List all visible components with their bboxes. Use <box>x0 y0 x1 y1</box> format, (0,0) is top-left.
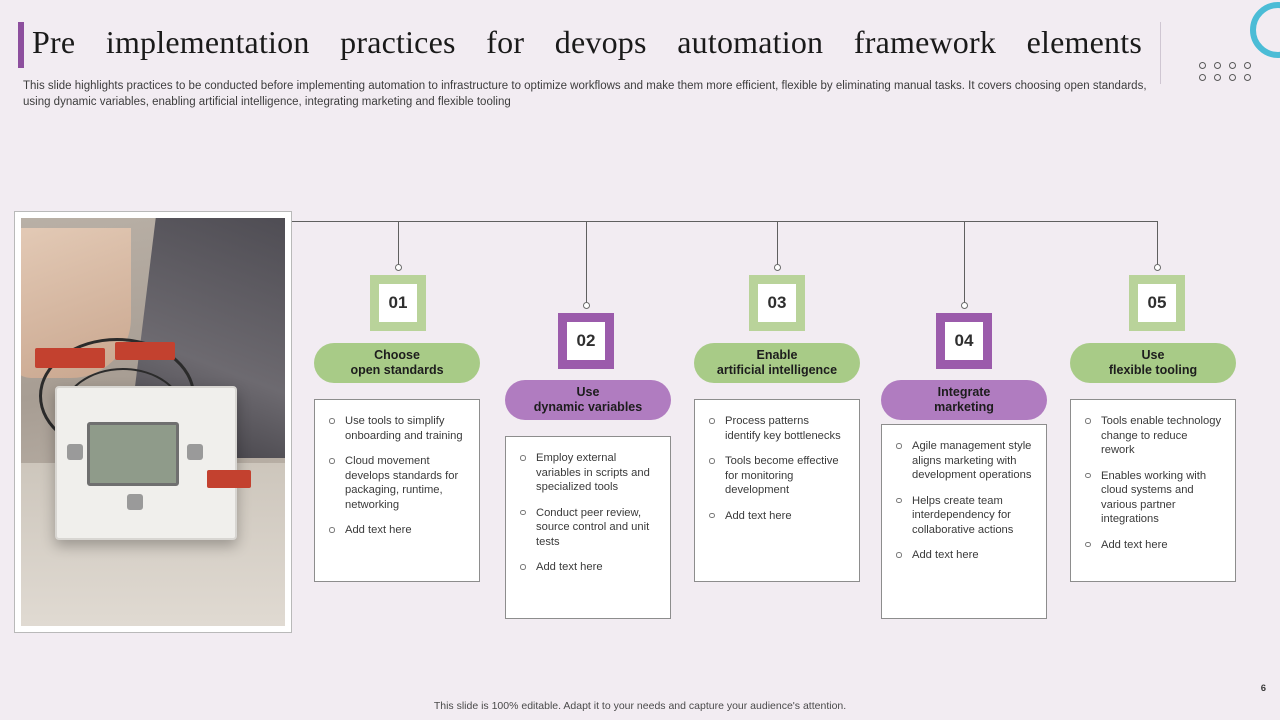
list-item: Add text here <box>516 560 658 575</box>
step-number-badge-03: 03 <box>749 275 805 331</box>
step-title-line1-04: Integrate <box>937 385 991 399</box>
connector-node-05 <box>1154 264 1161 271</box>
connector-drop-03 <box>777 221 778 267</box>
connector-drop-02 <box>586 221 587 305</box>
corner-decoration <box>1170 0 1280 110</box>
step-number-badge-04: 04 <box>936 313 992 369</box>
step-number-03: 03 <box>767 293 787 312</box>
list-item: Enables working with cloud systems and v… <box>1081 469 1223 527</box>
list-item: Add text here <box>325 523 467 538</box>
page-title: Pre implementation practices for devops … <box>32 24 1142 60</box>
step-content-box-04: Agile management style aligns marketing … <box>881 424 1047 619</box>
connector-drop-04 <box>964 221 965 305</box>
step-number-04: 04 <box>954 331 974 350</box>
step-pill-03[interactable]: Enable artificial intelligence <box>694 343 860 383</box>
list-item: Process patterns identify key bottleneck… <box>705 414 847 443</box>
step-content-box-03: Process patterns identify key bottleneck… <box>694 399 860 582</box>
step-title-line1-05: Use <box>1141 348 1165 362</box>
list-item: Helps create team interdependency for co… <box>892 494 1034 538</box>
list-item: Employ external variables in scripts and… <box>516 451 658 495</box>
step-title-line1-02: Use <box>576 385 600 399</box>
circle-ring-icon <box>1250 2 1280 58</box>
page-subtitle: This slide highlights practices to be co… <box>23 80 1147 108</box>
list-item: Agile management style aligns marketing … <box>892 439 1034 483</box>
list-item: Add text here <box>705 509 847 524</box>
step-content-box-05: Tools enable technology change to reduce… <box>1070 399 1236 582</box>
robotics-photo <box>21 218 285 626</box>
bullet-list-01: Use tools to simplify onboarding and tra… <box>325 414 467 538</box>
connector-node-03 <box>774 264 781 271</box>
step-pill-01[interactable]: Choose open standards <box>314 343 480 383</box>
step-title-line2-03: artificial intelligence <box>716 363 838 377</box>
list-item: Tools become effective for monitoring de… <box>705 454 847 498</box>
list-item: Cloud movement develops standards for pa… <box>325 454 467 512</box>
list-item: Add text here <box>892 548 1034 563</box>
list-item: Use tools to simplify onboarding and tra… <box>325 414 467 443</box>
bullet-list-05: Tools enable technology change to reduce… <box>1081 414 1223 552</box>
step-number-01: 01 <box>388 293 408 312</box>
step-number-02: 02 <box>576 331 596 350</box>
connector-spine <box>292 221 1158 222</box>
page-number: 6 <box>1260 683 1266 694</box>
step-content-box-02: Employ external variables in scripts and… <box>505 436 671 619</box>
step-number-badge-05: 05 <box>1129 275 1185 331</box>
list-item: Tools enable technology change to reduce… <box>1081 414 1223 458</box>
step-number-badge-01: 01 <box>370 275 426 331</box>
step-pill-04[interactable]: Integrate marketing <box>881 380 1047 420</box>
step-title-line1-01: Choose <box>374 348 420 362</box>
footer-note: This slide is 100% editable. Adapt it to… <box>433 700 847 712</box>
connector-node-01 <box>395 264 402 271</box>
step-number-05: 05 <box>1147 293 1167 312</box>
step-title-line2-04: marketing <box>934 400 994 414</box>
step-pill-05[interactable]: Use flexible tooling <box>1070 343 1236 383</box>
connector-drop-01 <box>398 221 399 267</box>
step-pill-02[interactable]: Use dynamic variables <box>505 380 671 420</box>
step-title-line2-01: open standards <box>350 363 444 377</box>
connector-drop-05 <box>1157 221 1158 267</box>
step-title-line2-02: dynamic variables <box>533 400 643 414</box>
bullet-list-03: Process patterns identify key bottleneck… <box>705 414 847 523</box>
step-title-line2-05: flexible tooling <box>1108 363 1198 377</box>
connector-node-02 <box>583 302 590 309</box>
bullet-list-04: Agile management style aligns marketing … <box>892 439 1034 563</box>
bullet-list-02: Employ external variables in scripts and… <box>516 451 658 575</box>
header-divider <box>1160 22 1161 84</box>
photo-card <box>14 211 292 633</box>
step-title-line1-03: Enable <box>756 348 798 362</box>
connector-node-04 <box>961 302 968 309</box>
step-number-badge-02: 02 <box>558 313 614 369</box>
step-content-box-01: Use tools to simplify onboarding and tra… <box>314 399 480 582</box>
title-accent-bar <box>18 22 24 68</box>
list-item: Add text here <box>1081 538 1223 553</box>
list-item: Conduct peer review, source control and … <box>516 506 658 550</box>
dot-grid-icon <box>1199 62 1254 81</box>
